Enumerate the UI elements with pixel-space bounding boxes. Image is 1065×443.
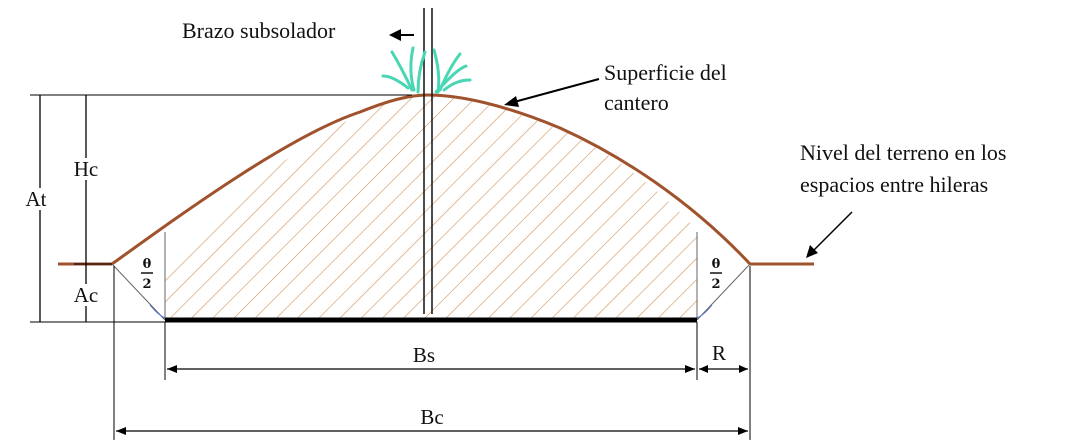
- svg-text:2: 2: [142, 277, 151, 292]
- dimension-r: R: [699, 266, 751, 380]
- svg-text:Brazo subsolador: Brazo subsolador: [182, 18, 336, 43]
- svg-text:Bs: Bs: [413, 343, 435, 367]
- right-side-triangle: [696, 232, 751, 321]
- svg-text:Bc: Bc: [420, 405, 443, 429]
- angle-label-right: θ 2: [710, 257, 722, 292]
- svg-text:Hc: Hc: [74, 157, 99, 181]
- left-side-triangle: [111, 232, 166, 321]
- label-superficie-cantero: Superficie del cantero: [504, 60, 727, 115]
- svg-text:At: At: [26, 187, 47, 211]
- svg-text:cantero: cantero: [604, 90, 669, 115]
- dimension-ac: Ac: [70, 264, 102, 322]
- svg-text:Superficie del: Superficie del: [604, 60, 727, 85]
- svg-text:2: 2: [711, 277, 720, 292]
- svg-text:Ac: Ac: [74, 283, 99, 307]
- dimension-at: At: [22, 95, 48, 322]
- label-brazo-subsolador: Brazo subsolador: [182, 18, 414, 43]
- plant-icon: [381, 46, 472, 94]
- dimension-bc: Bc: [113, 266, 751, 440]
- dimension-hc: Hc: [70, 95, 102, 264]
- svg-text:espacios entre hileras: espacios entre hileras: [800, 172, 988, 197]
- dimension-bs: Bs: [164, 322, 698, 380]
- svg-text:R: R: [712, 341, 726, 365]
- label-nivel-terreno: Nivel del terreno en los espacios entre …: [800, 140, 1007, 258]
- svg-text:Nivel del terreno en los: Nivel del terreno en los: [800, 140, 1007, 165]
- svg-text:θ: θ: [712, 257, 721, 272]
- angle-label-left: θ 2: [141, 257, 153, 292]
- bed-surface-profile: [111, 93, 752, 266]
- svg-text:θ: θ: [143, 257, 152, 272]
